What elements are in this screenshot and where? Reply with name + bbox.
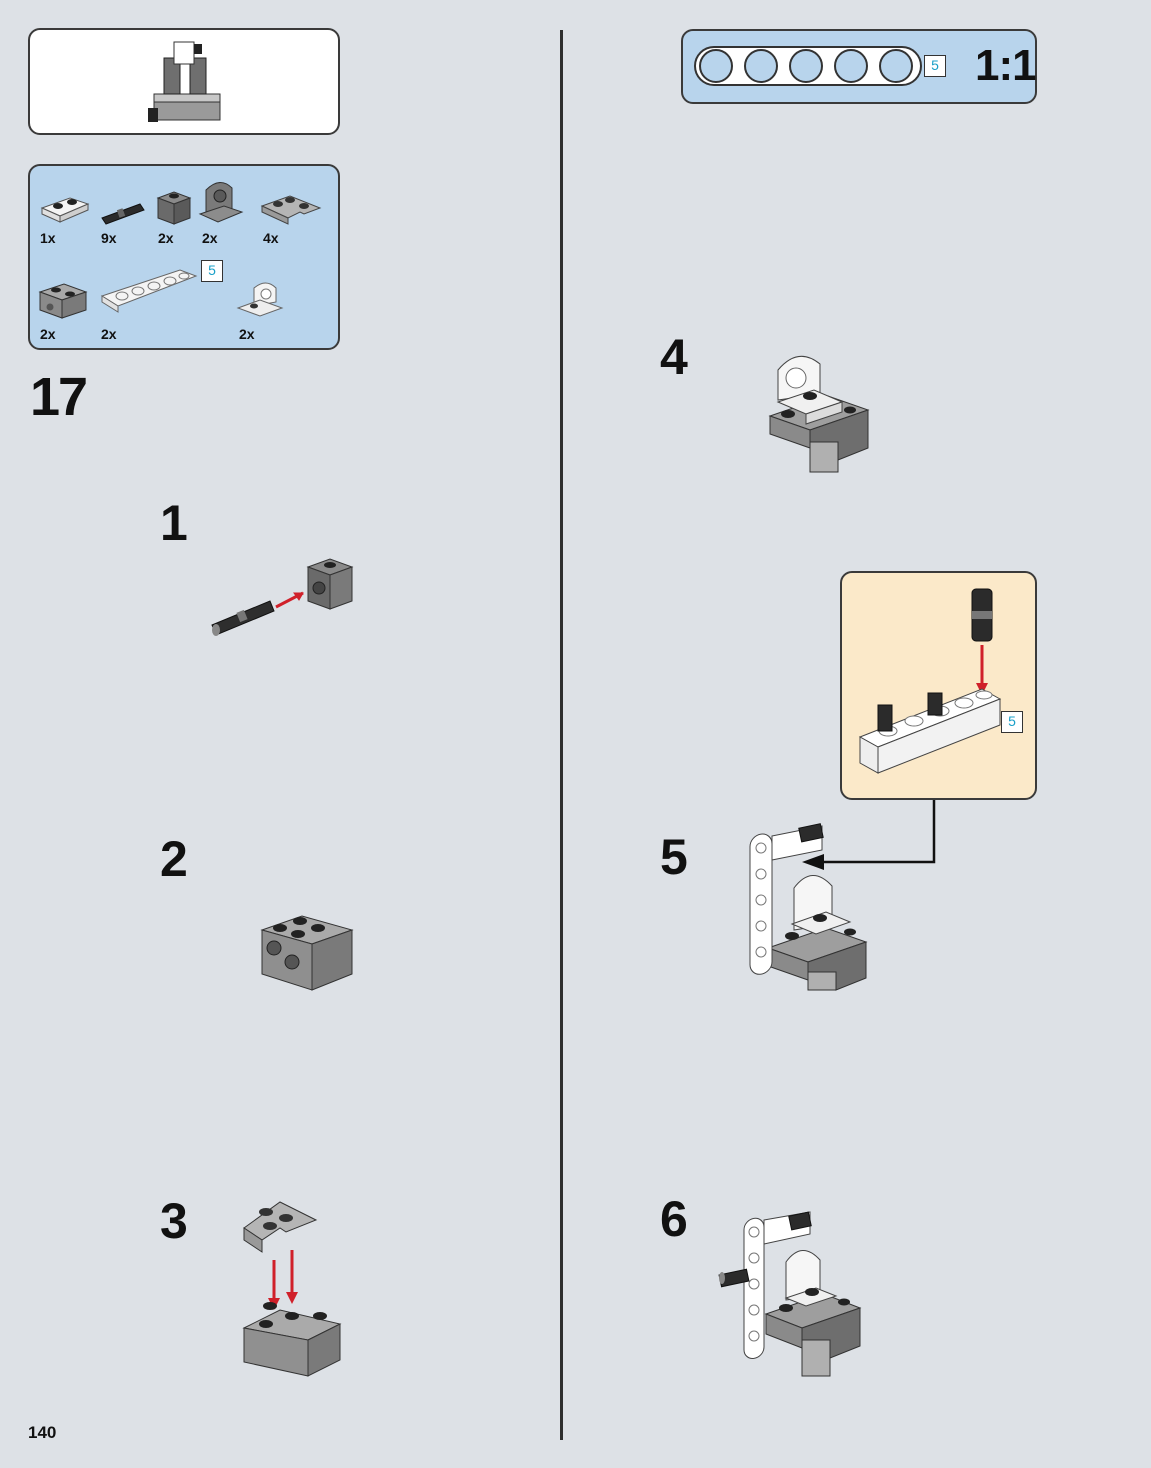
qty-label: 1x bbox=[40, 230, 56, 246]
white-liftarm-image bbox=[100, 269, 198, 313]
liftarm-scale-image bbox=[694, 46, 922, 86]
dark-grey-bracket-image bbox=[198, 182, 244, 223]
length-label: 5 bbox=[924, 55, 946, 77]
substep-number: 2 bbox=[160, 831, 188, 887]
step6-illustration bbox=[718, 1211, 862, 1377]
page-number: 140 bbox=[28, 1423, 57, 1442]
step3-illustration bbox=[242, 1201, 342, 1377]
assembly-overview-panel bbox=[28, 28, 340, 135]
overview-model-image bbox=[148, 41, 221, 122]
substep-number: 5 bbox=[660, 829, 688, 885]
step2-illustration bbox=[260, 915, 354, 991]
qty-label: 4x bbox=[263, 230, 279, 246]
substep-number: 6 bbox=[660, 1191, 688, 1247]
qty-label: 2x bbox=[101, 326, 117, 342]
callout-connector-arrow bbox=[802, 800, 936, 870]
qty-label: 2x bbox=[40, 326, 56, 342]
substep-number: 1 bbox=[160, 495, 188, 551]
grey-corner-plate-image bbox=[260, 195, 322, 225]
black-pin-image bbox=[101, 203, 145, 225]
length-label: 5 bbox=[201, 260, 223, 282]
qty-label: 2x bbox=[158, 230, 174, 246]
qty-label: 9x bbox=[101, 230, 117, 246]
step4-illustration bbox=[768, 355, 870, 473]
parts-list-panel: 1x 9x 2x 2x 4x 5 2x 2x 2x bbox=[28, 164, 340, 350]
main-step-number: 17 bbox=[30, 367, 88, 427]
white-plate-image bbox=[40, 197, 90, 223]
subassembly-callout: 5 bbox=[840, 571, 1037, 800]
white-bracket-image bbox=[236, 282, 284, 317]
grey-technic-brick-image bbox=[38, 283, 88, 319]
qty-label: 2x bbox=[239, 326, 255, 342]
substep-number: 3 bbox=[160, 1193, 188, 1249]
step5-illustration bbox=[749, 823, 868, 991]
scale-label: 1:1 bbox=[975, 41, 1037, 90]
subassembly-illustration bbox=[858, 588, 1002, 774]
qty-label: 2x bbox=[202, 230, 218, 246]
scale-reference-panel: 5 1:1 bbox=[681, 29, 1037, 104]
column-divider bbox=[560, 30, 563, 1440]
step1-illustration bbox=[211, 558, 354, 636]
dark-grey-technic-brick-image bbox=[156, 191, 192, 225]
substep-number: 4 bbox=[660, 329, 688, 385]
length-label: 5 bbox=[1001, 711, 1023, 733]
